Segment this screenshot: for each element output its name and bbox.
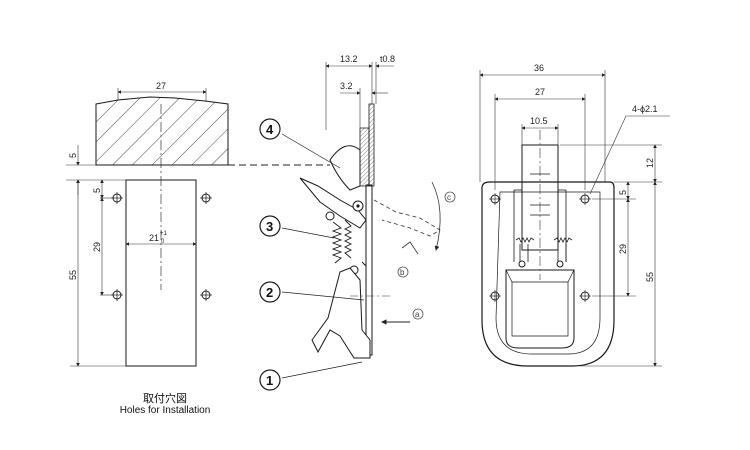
dim-top-offset: 12 [645,158,655,168]
svg-text:1: 1 [266,373,273,388]
mounting-hole-icon [579,193,591,205]
mounting-hole-icon [200,289,212,301]
panel-section [95,96,229,166]
motion-label-a: a [412,308,424,320]
dim-thickness: t0.8 [380,54,395,64]
mounting-hole-icon [489,290,501,302]
part-callout-4: 4 [259,118,281,140]
dim-slot-width: 21 [149,233,159,243]
part-callout-3: 3 [259,215,281,237]
mounting-hole-icon [579,290,591,302]
dim-offset-top: 5 [68,153,78,158]
dim-overall-width: 36 [534,63,544,73]
dim-hole-spacing-vertical-front: 29 [618,244,628,254]
part-callout-1: 1 [259,369,281,391]
svg-text:a: a [415,310,420,319]
caption-english: Holes for Installation [119,405,211,416]
svg-text:4: 4 [266,122,274,137]
dim-hole-spacing-horizontal: 27 [535,87,545,97]
mounting-hole-icon [200,192,212,204]
dim-slot-tol-upper: +1 [160,231,168,237]
caption-japanese: 取付穴図 [143,392,187,405]
dim-offset: 3.2 [340,81,353,91]
motion-label-b: b [397,266,409,278]
dim-depth: 13.2 [340,54,358,64]
base-plate-outline [481,181,615,367]
svg-text:c: c [447,193,451,202]
dim-hole-offset: 5 [618,190,628,195]
dim-offset-hole: 5 [92,188,102,193]
mounting-hole-icon [489,193,501,205]
dim-overall-height: 55 [68,270,78,280]
motion-label-c: c [444,191,456,203]
dim-width-top: 27 [156,81,166,91]
dim-overall-height-front: 55 [645,272,655,282]
svg-text:2: 2 [266,285,273,300]
dim-hole-spacing-vertical: 29 [92,242,102,252]
svg-text:b: b [400,268,405,277]
part-callout-2: 2 [259,281,281,303]
svg-text:3: 3 [266,219,273,234]
dim-slot-tol-lower: 0 [161,239,165,245]
hole-callout: 4-ϕ2.1 [632,104,658,114]
side-view: 13.2 t0.8 3.2 4 3 2 1 c b [259,54,456,391]
installation-view: 27 5 5 29 55 21 +1 0 [66,81,330,367]
dim-latch-width: 10.5 [530,116,548,126]
front-view: 36 27 10.5 4-ϕ2.1 12 5 29 55 [479,63,670,367]
